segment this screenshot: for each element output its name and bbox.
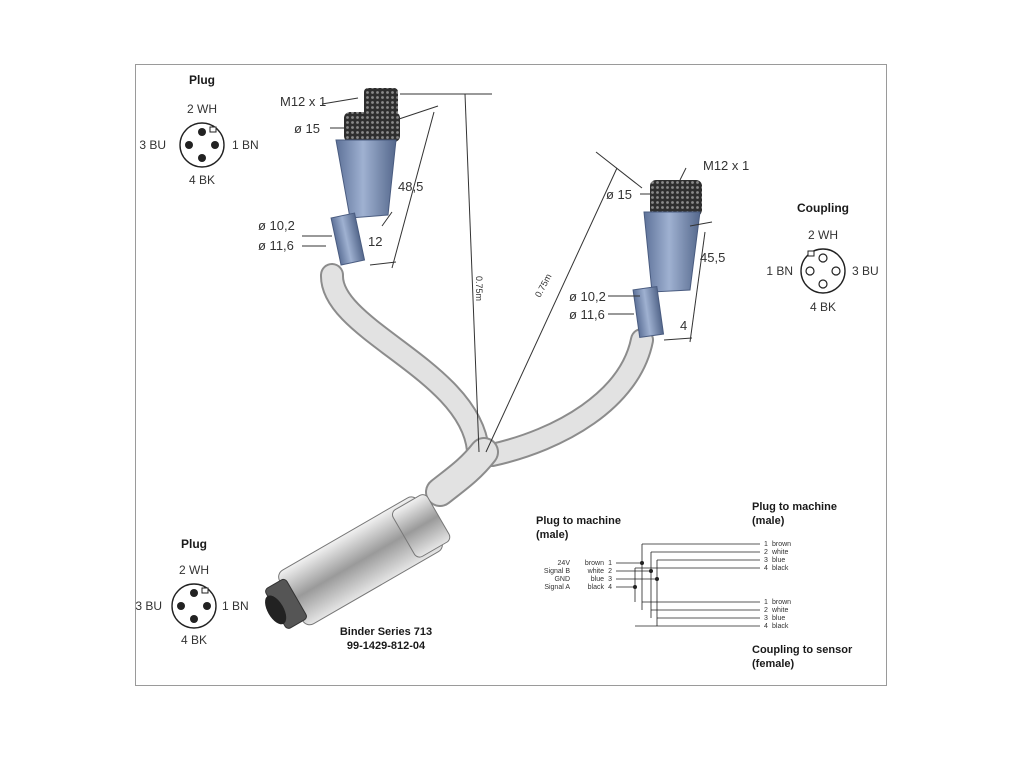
wiring-source-title: Plug to machine (536, 515, 621, 527)
coupling-pin-2: 2 WH (808, 228, 838, 242)
out1-pin-1-color: brown (772, 541, 791, 548)
out2-pin-1-num: 1 (764, 599, 768, 606)
left-m12-connector (330, 88, 400, 266)
product-part-number: 99-1429-812-04 (347, 640, 426, 652)
source-pin-4-num: 4 (608, 584, 612, 591)
plug-bottom-diagram: Plug 2 WH 3 BU 1 BN 4 BK (135, 537, 248, 647)
coupling-pin-1: 1 BN (766, 264, 793, 278)
plug-top-diagram: Plug 2 WH 3 BU 1 BN 4 BK (139, 73, 258, 187)
out1-pin-4-color: black (772, 565, 789, 572)
out1-pin-2-color: white (771, 549, 788, 556)
source-pin-4-signal: Signal A (544, 584, 570, 591)
wiring-out1-subtitle: (male) (752, 515, 785, 527)
left-length-label: 48,5 (398, 179, 423, 194)
source-pin-1-signal: 24V (558, 560, 571, 567)
out1-pin-4-num: 4 (764, 565, 768, 572)
out1-pin-3-num: 3 (764, 557, 768, 564)
source-pin-1-num: 1 (608, 560, 612, 567)
source-pin-2-color: white (587, 568, 604, 575)
plug-top-pin-3: 3 BU (139, 138, 166, 152)
wiring-out2-title: Coupling to sensor (752, 644, 853, 656)
out2-pin-3-num: 3 (764, 615, 768, 622)
source-pin-2-num: 2 (608, 568, 612, 575)
wiring-junctions (633, 561, 659, 589)
right-connector-labels: M12 x 1 ø 15 ø 10,2 ø 11,6 45,5 4 0.75m (533, 158, 749, 333)
out2-pin-2-color: white (771, 607, 788, 614)
right-head-diameter: ø 15 (606, 187, 632, 202)
out2-pin-2-num: 2 (764, 607, 768, 614)
source-pin-3-num: 3 (608, 576, 612, 583)
plug-bottom-title: Plug (181, 537, 207, 551)
right-body-diameter-1: ø 10,2 (569, 289, 606, 304)
right-length-label: 45,5 (700, 250, 725, 265)
plug-bottom-pin-2: 2 WH (179, 563, 209, 577)
out2-pin-1-color: brown (772, 599, 791, 606)
wiring-source-pins: 24V Signal B GND Signal A brown white bl… (544, 560, 612, 591)
product-caption: Binder Series 713 99-1429-812-04 (340, 626, 432, 652)
plug-bottom-pin-3: 3 BU (135, 599, 162, 613)
out1-pin-2-num: 2 (764, 549, 768, 556)
left-head-diameter: ø 15 (294, 121, 320, 136)
source-pin-3-signal: GND (554, 576, 570, 583)
plug-top-pin-2: 2 WH (187, 102, 217, 116)
plug-bottom-pin-1: 1 BN (222, 599, 249, 613)
right-thread-label: M12 x 1 (703, 158, 749, 173)
wiring-out2-subtitle: (female) (752, 658, 795, 670)
left-body-diameter-1: ø 10,2 (258, 218, 295, 233)
dimension-lines (302, 93, 713, 453)
out1-pin-1-num: 1 (764, 541, 768, 548)
binder-metal-plug (265, 494, 451, 629)
coupling-diagram: Coupling 2 WH 1 BN 3 BU 4 BK (766, 201, 878, 314)
wiring-out1-title: Plug to machine (752, 501, 837, 513)
product-name: Binder Series 713 (340, 626, 432, 638)
wiring-lines (616, 543, 760, 627)
plug-top-pin-1: 1 BN (232, 138, 259, 152)
coupling-pin-4: 4 BK (810, 300, 836, 314)
right-m12-connector (632, 180, 702, 338)
left-body-diameter-2: ø 11,6 (258, 238, 294, 253)
wiring-out1-pins: 1 2 3 4 brown white blue black (764, 541, 791, 572)
coupling-pin-3: 3 BU (852, 264, 879, 278)
right-tail-label: 4 (680, 318, 687, 333)
plug-top-title: Plug (189, 73, 215, 87)
source-pin-1-color: brown (585, 560, 604, 567)
out1-pin-3-color: blue (772, 557, 785, 564)
left-thread-label: M12 x 1 (280, 94, 326, 109)
left-cable-length: 0.75m (474, 276, 484, 301)
plug-top-pin-4: 4 BK (189, 173, 215, 187)
plug-bottom-pin-4: 4 BK (181, 633, 207, 647)
right-cable-length: 0.75m (533, 272, 554, 299)
wiring-schematic: Plug to machine (male) Plug to machine (… (536, 501, 853, 670)
source-pin-4-color: black (588, 584, 605, 591)
source-pin-3-color: blue (591, 576, 604, 583)
wiring-out2-pins: 1 2 3 4 brown white blue black (764, 599, 791, 630)
left-connector-labels: M12 x 1 ø 15 ø 10,2 ø 11,6 48,5 12 0.75m (258, 94, 484, 301)
right-body-diameter-2: ø 11,6 (569, 307, 605, 322)
source-pin-2-signal: Signal B (544, 568, 570, 575)
wiring-source-subtitle: (male) (536, 529, 569, 541)
datasheet-frame (135, 64, 887, 686)
left-tail-label: 12 (368, 234, 382, 249)
out2-pin-3-color: blue (772, 615, 785, 622)
out2-pin-4-color: black (772, 623, 789, 630)
out2-pin-4-num: 4 (764, 623, 768, 630)
coupling-title: Coupling (797, 201, 849, 215)
